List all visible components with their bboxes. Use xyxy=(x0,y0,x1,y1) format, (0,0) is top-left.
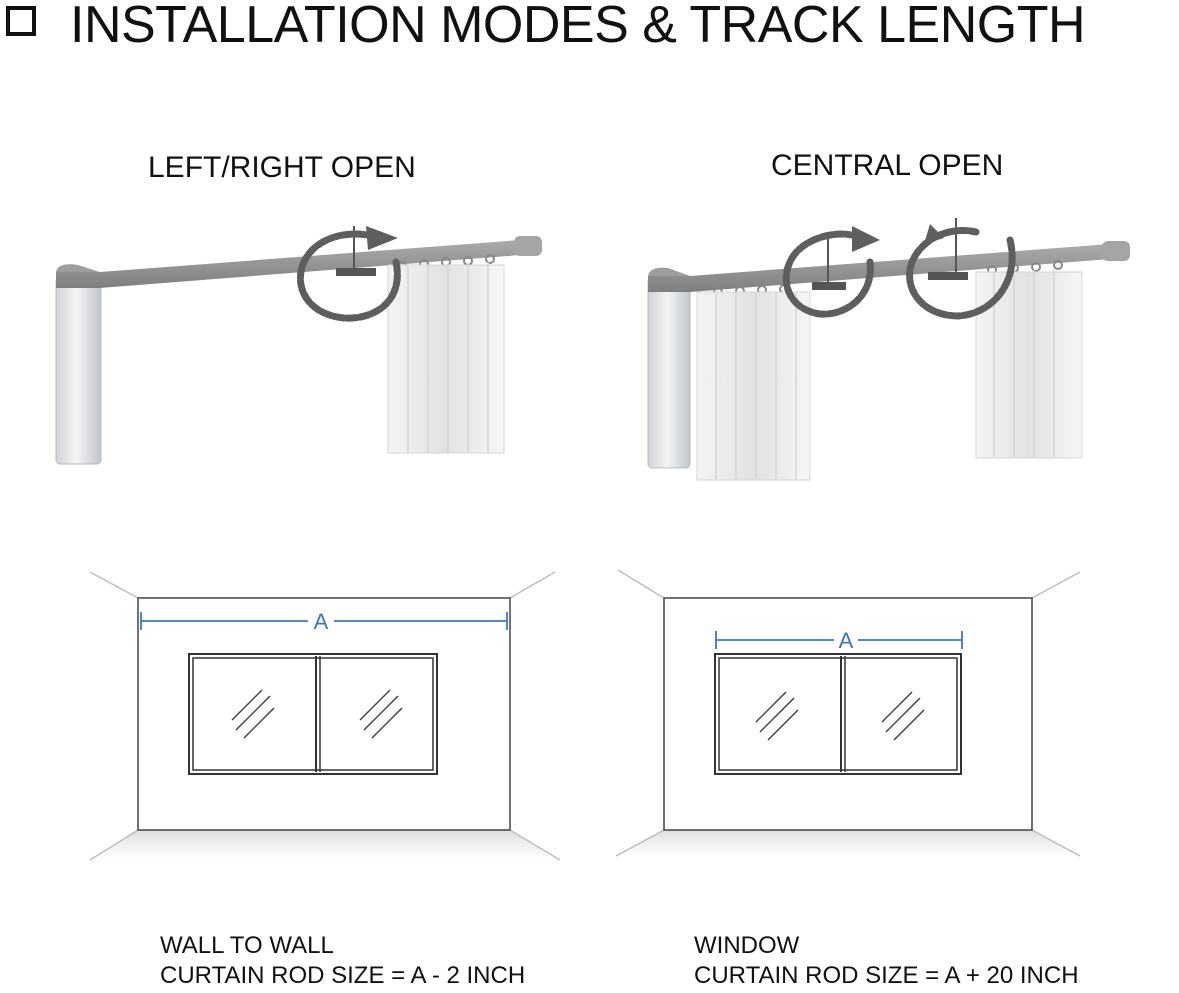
track-end-cap xyxy=(1102,241,1130,261)
glass-glare-icon xyxy=(755,691,925,741)
curtain-track-central-open-icon xyxy=(647,218,1130,481)
rotation-arrow-icon xyxy=(782,226,880,318)
caption-mode-right: WINDOW xyxy=(694,932,800,959)
measure-line-a xyxy=(140,612,508,630)
master-carrier-right xyxy=(928,272,968,280)
measure-label-a-right: A xyxy=(839,628,854,653)
master-carrier-left xyxy=(812,282,846,290)
track-rail xyxy=(56,240,540,288)
page-title: INSTALLATION MODES & TRACK LENGTH xyxy=(70,0,1086,54)
room-window-diagram xyxy=(615,569,1081,857)
room-wall-to-wall-diagram xyxy=(89,571,561,861)
window-frame xyxy=(188,653,438,775)
curtain-track-single-motor-icon xyxy=(55,226,542,465)
glass-glare-icon xyxy=(231,689,403,739)
mode-label-left-right-open: LEFT/RIGHT OPEN xyxy=(148,151,416,184)
mode-label-central-open: CENTRAL OPEN xyxy=(771,149,1004,182)
window-frame xyxy=(714,653,962,775)
floor xyxy=(616,830,1080,856)
rotation-arrow-icon xyxy=(906,224,1016,320)
motor-housing xyxy=(55,277,102,465)
measure-label-a-left: A xyxy=(314,609,329,634)
rotation-arrow-icon xyxy=(296,226,401,322)
measure-line-a xyxy=(715,631,963,649)
master-carrier xyxy=(336,268,376,276)
checkbox-square-icon xyxy=(6,6,36,36)
track-end-cap xyxy=(514,236,542,256)
curtain-panel xyxy=(387,264,505,454)
caption-rod-size-left: CURTAIN ROD SIZE = A - 2 INCH xyxy=(160,962,526,989)
caption-mode-left: WALL TO WALL xyxy=(160,932,334,959)
motor-housing xyxy=(647,277,691,469)
floor xyxy=(90,830,560,860)
caption-rod-size-right: CURTAIN ROD SIZE = A + 20 INCH xyxy=(694,962,1079,989)
title-row: INSTALLATION MODES & TRACK LENGTH xyxy=(0,0,1179,56)
curtain-panel-left xyxy=(696,291,811,481)
track-rail xyxy=(648,244,1128,292)
